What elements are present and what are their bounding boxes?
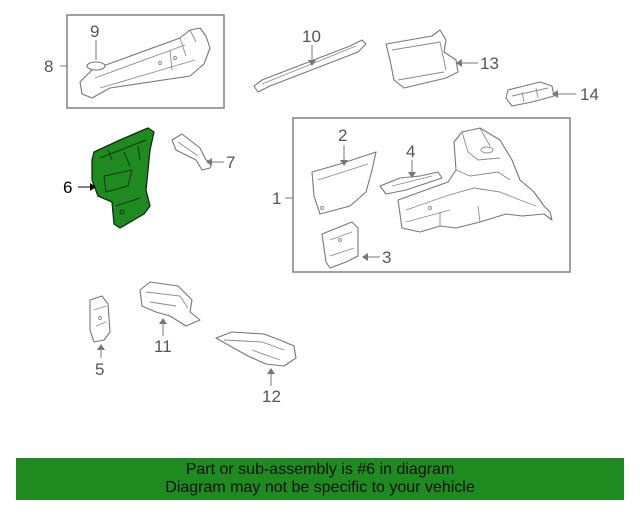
part-13-bracket[interactable] — [385, 29, 459, 89]
callout-13[interactable]: 13 — [480, 54, 499, 73]
part-8-rail[interactable] — [79, 27, 211, 99]
part-2-panel[interactable] — [311, 151, 377, 215]
callout-10[interactable]: 10 — [302, 27, 321, 46]
callout-4[interactable]: 4 — [406, 142, 415, 161]
part-11-bracket[interactable] — [139, 281, 201, 327]
callout-3[interactable]: 3 — [382, 248, 391, 267]
callout-12[interactable]: 12 — [262, 387, 281, 406]
banner-line-2: Diagram may not be specific to your vehi… — [165, 479, 475, 496]
part-14-clip[interactable] — [505, 81, 555, 107]
callout-14[interactable]: 14 — [580, 85, 599, 104]
part-6-apron-highlighted[interactable] — [91, 127, 155, 229]
part-10-strip[interactable] — [253, 39, 367, 93]
part-12-extension[interactable] — [215, 331, 297, 367]
part-1-side-member[interactable] — [397, 127, 553, 233]
callout-9[interactable]: 9 — [90, 22, 99, 41]
parts-diagram: 9 8 10 13 14 6 7 1 — [44, 14, 599, 406]
banner-line-1: Part or sub-assembly is #6 in diagram — [185, 461, 455, 478]
part-3-bracket[interactable] — [321, 221, 359, 269]
part-5-bracket[interactable] — [89, 295, 111, 343]
callout-7[interactable]: 7 — [226, 153, 235, 172]
callout-8[interactable]: 8 — [44, 57, 53, 76]
callout-5[interactable]: 5 — [95, 360, 104, 379]
group-box-side-member-assembly — [292, 117, 571, 273]
info-banner: Part or sub-assembly is #6 in diagram Di… — [16, 458, 624, 500]
callout-6[interactable]: 6 — [63, 178, 72, 197]
part-7-bracket[interactable] — [171, 133, 213, 171]
callout-11[interactable]: 11 — [154, 337, 172, 356]
part-9-plug[interactable] — [86, 61, 106, 71]
group-box-rail-assembly — [66, 14, 225, 109]
callout-2[interactable]: 2 — [338, 126, 347, 145]
callout-1[interactable]: 1 — [272, 189, 281, 208]
part-4-reinforcement[interactable] — [379, 171, 443, 195]
